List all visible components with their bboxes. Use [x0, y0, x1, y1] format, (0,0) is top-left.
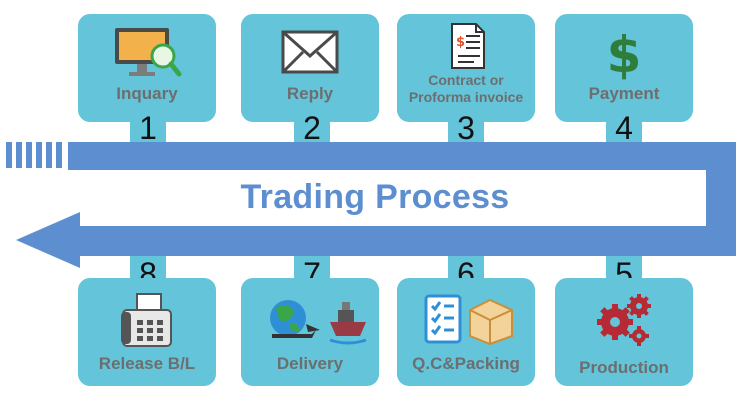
step-card-payment: $ Payment — [555, 14, 693, 122]
step-number-1: 1 — [139, 110, 157, 146]
dollar-icon: $ — [555, 20, 693, 82]
step-label: Delivery — [276, 354, 344, 373]
step-label-line2: Proforma invoice — [408, 89, 524, 105]
step-label: Release B/L — [98, 354, 196, 373]
step-card-reply: Reply — [241, 14, 379, 122]
step-card-release-bl: Release B/L — [78, 278, 216, 386]
step-card-inquiry: Inquary — [78, 14, 216, 122]
monitor-search-icon — [78, 20, 216, 82]
step-label: Inquary — [116, 84, 178, 103]
step-label-line1: Contract or — [428, 72, 504, 88]
step-card-production: Production — [555, 278, 693, 386]
step-card-contract: $ Contract or Proforma invoice — [397, 14, 535, 122]
step-card-qc-packing: Q.C&Packing — [397, 278, 535, 386]
svg-text:$: $ — [607, 26, 642, 82]
envelope-icon — [241, 20, 379, 82]
checklist-box-icon — [397, 290, 535, 352]
globe-plane-ship-icon — [241, 290, 379, 352]
step-label: Payment — [588, 84, 660, 103]
step-label: Reply — [286, 84, 334, 103]
gears-icon — [555, 288, 693, 350]
step-label: Q.C&Packing — [412, 354, 520, 373]
step-card-delivery: Delivery — [241, 278, 379, 386]
svg-text:$: $ — [456, 35, 465, 50]
step-number-2: 2 — [303, 110, 321, 146]
step-label: Contract or Proforma invoice — [397, 72, 535, 106]
fax-machine-icon — [78, 292, 216, 354]
step-number-3: 3 — [457, 110, 475, 146]
step-number-4: 4 — [615, 110, 633, 146]
diagram-title: Trading Process — [240, 178, 510, 216]
invoice-document-icon: $ — [397, 20, 535, 72]
step-label: Production — [579, 358, 669, 377]
